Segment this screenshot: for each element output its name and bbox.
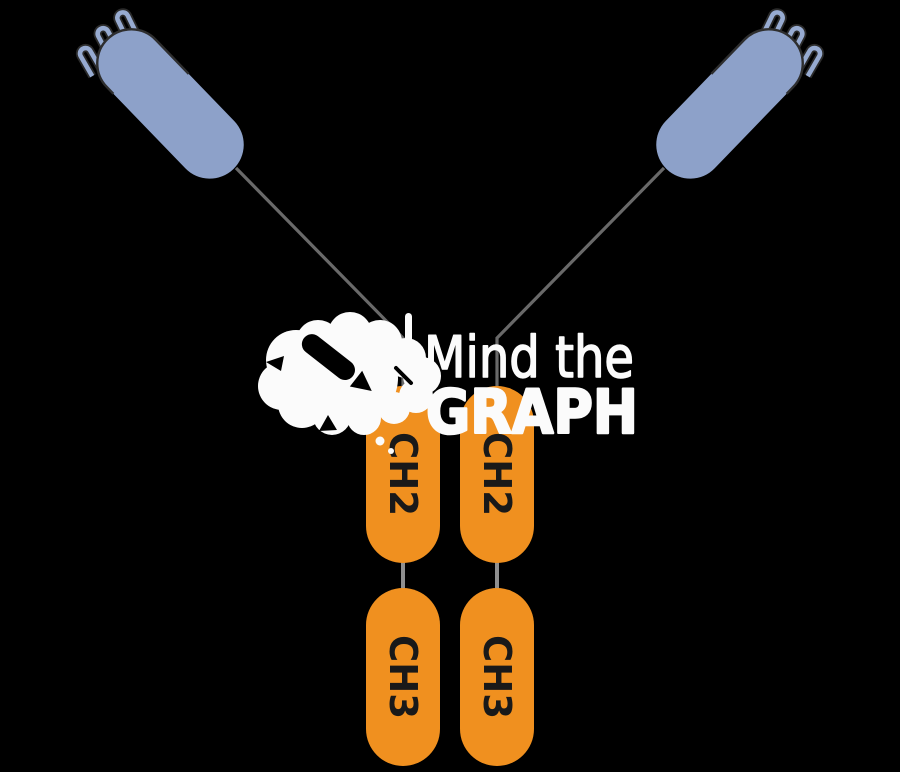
brain-fold xyxy=(319,415,337,431)
fab-prong xyxy=(113,8,143,45)
fab-capsule-left xyxy=(97,29,244,179)
ch2-left-capsule xyxy=(366,386,440,563)
fab-prong xyxy=(75,43,106,79)
watermark-logo: Mind the GRAPH xyxy=(258,312,639,454)
fab-prong xyxy=(93,24,123,59)
thought-dot xyxy=(360,421,374,435)
ch3-right-capsule xyxy=(460,588,534,766)
thought-dot xyxy=(388,448,394,454)
ch2-left-label: CH2 xyxy=(381,432,425,516)
watermark-line2: GRAPH xyxy=(426,377,638,448)
ch3-left-capsule xyxy=(366,588,440,766)
fab-prong xyxy=(757,8,787,45)
watermark-line1: Mind the xyxy=(424,325,634,391)
watermark-separator xyxy=(405,313,412,348)
ch2-right-label: CH2 xyxy=(475,432,519,516)
fc-region: CH2 CH2 CH3 CH3 xyxy=(366,386,534,766)
fab-capsule-edge xyxy=(710,28,804,95)
brain-fold xyxy=(394,366,413,385)
fab-prong xyxy=(794,43,825,79)
ch3-left-label: CH3 xyxy=(381,635,425,719)
brain-fold xyxy=(266,356,284,371)
ch2-right-capsule xyxy=(460,386,534,563)
hinge-line-right xyxy=(495,166,666,387)
fab-arm-right xyxy=(495,8,825,387)
fab-capsule-edge xyxy=(96,28,190,95)
thought-dot xyxy=(375,436,385,446)
ch3-right-label: CH3 xyxy=(475,635,519,719)
fab-prong xyxy=(777,24,807,59)
pencil-icon xyxy=(301,334,372,391)
fab-capsule-right xyxy=(656,29,803,179)
brain-pencil-icon xyxy=(258,312,441,454)
